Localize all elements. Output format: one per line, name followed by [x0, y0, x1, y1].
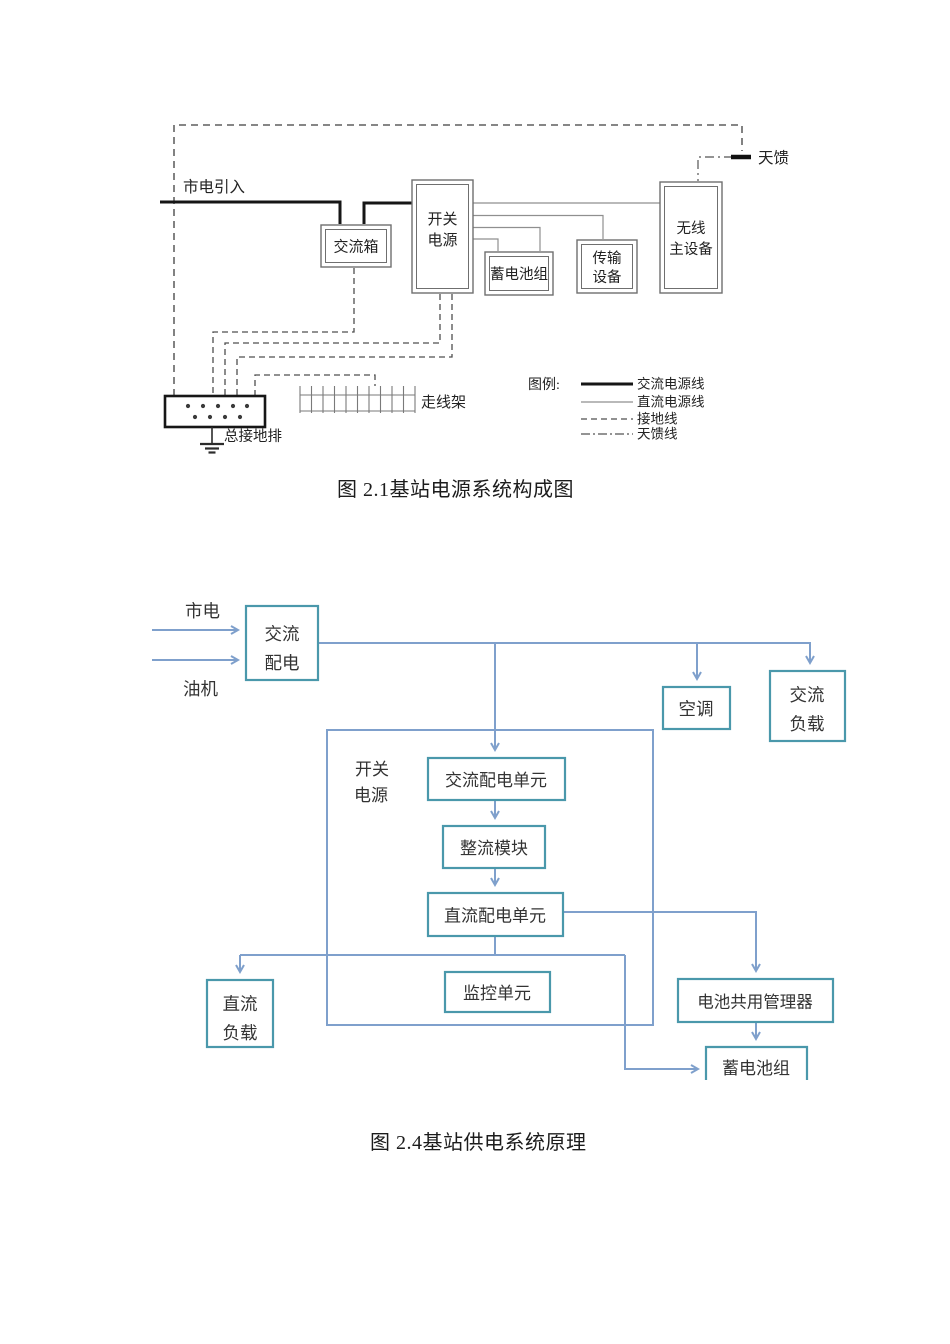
- ac-dist-unit-label: 交流配电单元: [445, 771, 547, 790]
- ac-load-label-line1: 交流: [790, 685, 825, 705]
- rectifier-module-label: 整流模块: [460, 839, 528, 858]
- dc-line-to-battery-2: [473, 238, 499, 251]
- switch-power-label-line1: 开关: [427, 211, 457, 228]
- node-battery-manager: 电池共用管理器: [676, 977, 835, 1024]
- monitor-unit-label: 监控单元: [463, 984, 531, 1003]
- ac-distribution-label-line2: 配电: [265, 653, 300, 673]
- legend-label-feeder: 天馈线: [637, 427, 678, 442]
- cable-rack-ground-line: [254, 374, 376, 396]
- node-switch-power: 开关 电源: [411, 179, 474, 294]
- legend-label-ground: 接地线: [637, 411, 678, 427]
- ground-bar: [163, 394, 267, 429]
- battery-group-label: 蓄电池组: [490, 266, 548, 283]
- wireless-main-label-line2: 主设备: [669, 241, 713, 258]
- ac-power-line-to-switch: [362, 201, 412, 224]
- dc-dist-unit-label: 直流配电单元: [444, 907, 546, 926]
- node-transmission: 传输 设备: [576, 239, 638, 294]
- legend: 图例: 交流电源线 直流电源线 接地线 天馈线: [528, 376, 705, 442]
- wireless-main-label-line1: 无线: [677, 220, 706, 237]
- antenna-feed-label: 天馈: [758, 149, 789, 167]
- node-wireless-main: 无线 主设备: [659, 181, 723, 294]
- node-ac-distribution: 交流 配电: [244, 604, 320, 682]
- mains-label: 市电: [185, 601, 220, 621]
- figure-2-4-power-supply-diagram: 开关 电源 交流 配电 空调 交流 负载 交流配电单元 整流模块: [152, 601, 847, 1080]
- node-dc-load: 直流 负载: [205, 978, 275, 1049]
- node-air-conditioner: 空调: [661, 685, 732, 731]
- switch-power-ground-line-1: [224, 294, 441, 396]
- node-ac-box: 交流箱: [320, 224, 392, 268]
- figure-2-4-caption: 图 2.4基站供电系统原理: [370, 1132, 587, 1154]
- generator-label: 油机: [183, 679, 218, 699]
- battery-manager-label: 电池共用管理器: [697, 993, 813, 1012]
- node-switch-power-frame: 开关 电源: [326, 729, 654, 1026]
- cable-rack: [299, 386, 416, 413]
- switch-power-label-line1: 开关: [355, 760, 389, 779]
- ac-bus-line: [318, 642, 815, 666]
- node-battery-group: 蓄电池组: [704, 1045, 809, 1080]
- switch-power-label-line2: 电源: [427, 232, 457, 249]
- node-ac-dist-unit: 交流配电单元: [426, 756, 567, 802]
- ground-bar-holes: [185, 403, 250, 420]
- node-dc-dist-unit: 直流配电单元: [426, 891, 565, 938]
- transmission-label-line2: 设备: [593, 269, 622, 286]
- legend-label-dc: 直流电源线: [637, 395, 705, 410]
- ground-frame-dashed-line: [173, 124, 743, 396]
- earth-symbol: [200, 427, 224, 454]
- ac-box-label: 交流箱: [333, 238, 378, 256]
- legend-label-ac: 交流电源线: [637, 376, 705, 392]
- node-battery-group: 蓄电池组: [484, 251, 554, 296]
- node-rectifier-module: 整流模块: [441, 824, 547, 870]
- ac-power-line-in: [160, 200, 342, 224]
- ac-load-label-line2: 负载: [790, 714, 825, 734]
- ground-bar-label: 总接地排: [224, 428, 282, 445]
- node-ac-load: 交流 负载: [768, 669, 847, 743]
- cable-rack-label: 走线架: [421, 394, 466, 411]
- antenna-feeder-line: [697, 156, 733, 181]
- dc-load-label-line2: 负载: [223, 1023, 258, 1043]
- legend-title: 图例:: [528, 377, 560, 393]
- transmission-label-line1: 传输: [593, 250, 622, 267]
- ac-distribution-label-line1: 交流: [265, 624, 300, 644]
- mains-in-label: 市电引入: [183, 178, 245, 196]
- ac-box-ground-line: [212, 268, 355, 396]
- air-conditioner-label: 空调: [679, 699, 714, 719]
- switch-power-ground-line-2: [236, 294, 453, 396]
- switch-power-label-line2: 电源: [354, 786, 388, 805]
- figure-2-1-power-system-diagram: 交流箱 开关 电源 蓄电池组 传输 设备 无线 主设备: [160, 124, 789, 454]
- dc-line-to-transmission: [473, 214, 604, 239]
- dc-load-label-line1: 直流: [223, 994, 258, 1014]
- figure-2-1-caption: 图 2.1基站电源系统构成图: [337, 479, 574, 501]
- node-monitor-unit: 监控单元: [443, 970, 552, 1014]
- dc-bus-to-battery-arrow: [624, 955, 701, 1074]
- dcdu-to-battery-manager-arrow: [563, 911, 761, 974]
- battery-group-label: 蓄电池组: [722, 1059, 790, 1078]
- dc-line-to-battery-1: [473, 226, 541, 251]
